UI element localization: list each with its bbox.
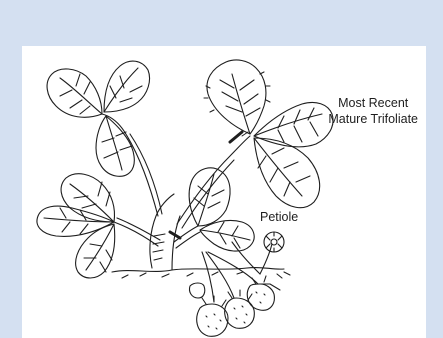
stem-left-upper — [102, 114, 162, 216]
plant-crown — [150, 194, 180, 270]
strawberry-plant-illustration — [22, 46, 426, 338]
trifoliate-leaf-group — [204, 60, 333, 208]
strawberry-fruits — [189, 276, 274, 336]
fruit-stems — [202, 252, 280, 302]
trifoliate-label-line-2: Mature Trifoliate — [328, 111, 418, 127]
illustration-panel: Most Recent Mature Trifoliate Petiole — [22, 46, 426, 338]
leaf-center — [189, 168, 254, 251]
stem-trifoliate — [177, 132, 250, 228]
petiole-label: Petiole — [260, 209, 298, 225]
trifoliate-label: Most Recent Mature Trifoliate — [328, 95, 418, 127]
leaf-left-upper — [47, 61, 149, 176]
stem-left-lower — [114, 218, 160, 246]
trifoliate-label-line-1: Most Recent — [328, 95, 418, 111]
soil-line — [112, 267, 290, 278]
leaf-left-lower — [37, 174, 115, 278]
